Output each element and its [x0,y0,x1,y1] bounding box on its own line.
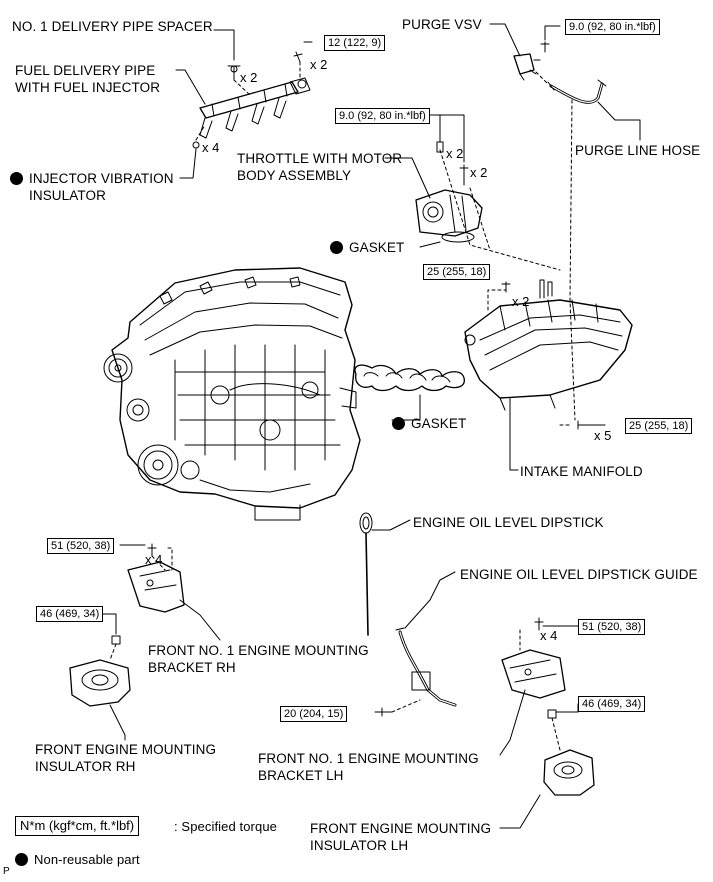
label-injector-vibration-insulator-line2: INSULATOR [29,188,106,203]
label-fuel-delivery-pipe-line1: FUEL DELIVERY PIPE [15,63,156,78]
qty-bracket-lh: x 4 [540,628,558,643]
non-reusable-marker [392,417,405,430]
oil-dipstick [359,512,373,636]
torque-dipstick-guide: 20 (204, 15) [280,706,348,722]
legend-non-reusable-text: Non-reusable part [34,852,140,867]
torque-manifold-bottom: 25 (255, 18) [625,418,693,434]
legend-non-reusable: Non-reusable part [15,851,140,868]
non-reusable-marker [15,853,28,866]
corner-mark: P [3,866,10,877]
purge-vsv-bolt [540,41,550,53]
oil-dipstick-guide [395,627,457,707]
bracket-lh-bolt [534,617,544,631]
fuel-delivery-pipe [199,77,311,139]
label-bracket-rh-line2: BRACKET RH [148,660,236,675]
non-reusable-marker [10,172,23,185]
label-insulator-lh-line1: FRONT ENGINE MOUNTING [310,821,492,836]
spacer [227,65,241,81]
throttle-gasket-shape [441,231,475,243]
qty-bracket-rh: x 4 [145,552,163,567]
label-injector-vibration-insulator: INJECTOR VIBRATION [10,170,174,187]
legend-torque-desc: : Specified torque [174,819,277,834]
purge-line-hose [547,79,607,104]
bracket-lh [501,649,566,699]
qty-manifold-top: x 2 [512,294,530,309]
label-fuel-delivery-pipe-line2: WITH FUEL INJECTOR [15,80,161,95]
non-reusable-marker [330,241,343,254]
insulator-rh-nut [111,635,121,645]
label-injector-vibration-insulator-line1: INJECTOR VIBRATION [29,171,174,186]
legend-torque-units: N*m (kgf*cm, ft.*lbf) [15,816,140,836]
label-delivery-pipe-spacer: NO. 1 DELIVERY PIPE SPACER [12,19,213,34]
insulator-rh [69,659,131,707]
qty-throttle-bolt: x 2 [446,146,464,161]
qty-delivery-bolt: x 2 [310,57,328,72]
delivery-bolt [293,51,303,63]
torque-bracket-rh: 51 (520, 38) [47,538,115,554]
dipstick-guide-bolt [379,707,393,717]
label-intake-manifold: INTAKE MANIFOLD [520,464,643,479]
label-gasket-manifold-text: GASKET [411,416,467,431]
insulator-lh-nut [547,709,557,719]
bracket-rh-bolt [147,543,157,557]
torque-insulator-lh: 46 (469, 34) [578,696,646,712]
torque-insulator-rh: 46 (469, 34) [36,606,104,622]
torque-purge-vsv: 9.0 (92, 80 in.*lbf) [565,19,660,35]
label-bracket-rh-line1: FRONT NO. 1 ENGINE MOUNTING [148,643,369,658]
torque-bracket-lh: 51 (520, 38) [578,619,646,635]
label-throttle-body-line1: THROTTLE WITH MOTOR [237,151,403,166]
qty-manifold-bottom: x 5 [594,428,612,443]
label-throttle-body-line2: BODY ASSEMBLY [237,168,352,183]
label-gasket-manifold: GASKET [392,415,466,432]
label-oil-dipstick-guide: ENGINE OIL LEVEL DIPSTICK GUIDE [460,567,698,582]
throttle-nut [459,164,469,186]
engine-assembly [103,267,361,521]
label-gasket-throttle-text: GASKET [349,240,405,255]
manifold-gasket-shape [354,364,465,392]
insulator-lh [543,749,595,796]
torque-delivery-pipe: 12 (122, 9) [324,35,386,51]
bracket-rh [127,561,185,613]
intake-manifold [464,279,633,411]
label-bracket-lh-line2: BRACKET LH [258,768,344,783]
label-oil-dipstick: ENGINE OIL LEVEL DIPSTICK [413,515,604,530]
label-purge-vsv: PURGE VSV [402,17,482,32]
qty-throttle-nut: x 2 [470,165,488,180]
label-gasket-throttle: GASKET [330,239,404,256]
injector-insulator [192,141,200,149]
torque-throttle: 9.0 (92, 80 in.*lbf) [335,108,430,124]
spacer-ring [230,65,238,73]
torque-manifold-top: 25 (255, 18) [423,264,491,280]
purge-vsv [513,53,541,81]
qty-spacer: x 2 [240,70,258,85]
label-insulator-rh-line1: FRONT ENGINE MOUNTING [35,742,217,757]
label-purge-line-hose: PURGE LINE HOSE [575,143,701,158]
qty-injector-insulator: x 4 [202,140,220,155]
throttle-body [415,189,483,237]
label-insulator-rh-line2: INSULATOR RH [35,759,136,774]
throttle-bolt [436,141,444,153]
label-insulator-lh-line2: INSULATOR LH [310,838,409,853]
label-bracket-lh-line1: FRONT NO. 1 ENGINE MOUNTING [258,751,479,766]
manifold-bottom-bolt [577,420,587,430]
